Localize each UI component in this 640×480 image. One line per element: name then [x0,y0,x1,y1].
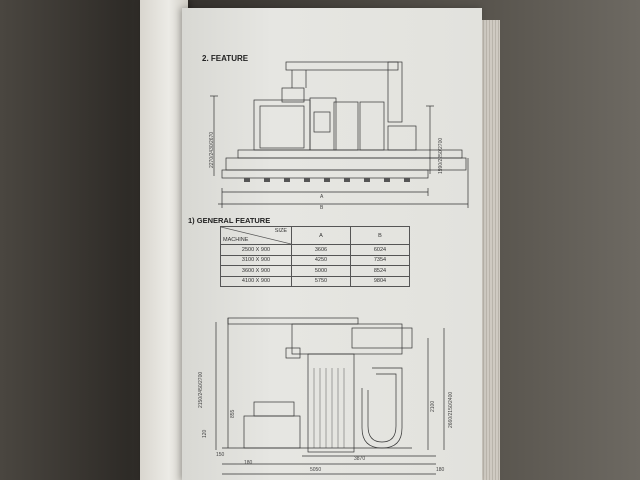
side-right-height-label: 2660/2150/2400 [448,391,454,428]
dim-855-label: 855 [230,409,236,418]
a-cell: 4250 [291,254,351,266]
header-diagonal-cell: SIZE MACHINE [220,226,292,245]
b-cell: 8524 [350,265,410,277]
side-left-height-label: 2150/2450/2700 [198,371,204,408]
b-cell: 6024 [350,244,410,256]
dim-5050-label: 5050 [310,467,322,473]
side-elevation-drawing [215,317,445,475]
table-row: 4100 X 900 5750 9804 [220,275,410,287]
spec-table: SIZE MACHINE A B 2500 X 900 3606 6024 31… [220,226,410,287]
machine-cell: 3600 X 900 [220,265,292,277]
front-elevation-drawing [210,61,469,208]
a-cell: 3606 [291,244,351,256]
header-size: SIZE [274,228,287,234]
dim-120-label: 120 [202,429,208,438]
header-col-a: A [291,226,351,245]
table-row: 3600 X 900 5000 8524 [220,265,410,277]
section-title: 2. FEATURE [202,54,249,63]
dim-3870-label: 3870 [354,456,366,462]
machine-cell: 4100 X 900 [220,275,292,287]
dim-180b-label: 180 [436,467,445,473]
dim-150-label: 150 [216,452,225,458]
b-cell: 7354 [350,254,410,266]
header-machine: MACHINE [223,237,249,243]
a-cell: 5000 [291,265,351,277]
left-page-edge [140,0,188,480]
manual-page: 2. FEATURE [182,8,482,480]
a-cell: 5750 [291,275,351,287]
table-row: 2500 X 900 3606 6024 [220,244,410,256]
dim-180-label: 180 [244,460,253,466]
table-row: 3100 X 900 4250 7354 [220,254,410,266]
subsection-title: 1) GENERAL FEATURE [188,216,271,225]
dim-2100-label: 2100 [430,400,436,412]
dim-b-label: B [320,205,324,211]
header-col-b: B [350,226,410,245]
b-cell: 9804 [350,275,410,287]
front-left-height-label: 2270/2430/2670 [209,131,215,168]
dim-a-label: A [320,194,324,200]
right-page-stack [478,20,500,480]
front-right-height-label: 1990/2250/2700 [438,137,444,174]
machine-cell: 3100 X 900 [220,254,292,266]
machine-cell: 2500 X 900 [220,244,292,256]
